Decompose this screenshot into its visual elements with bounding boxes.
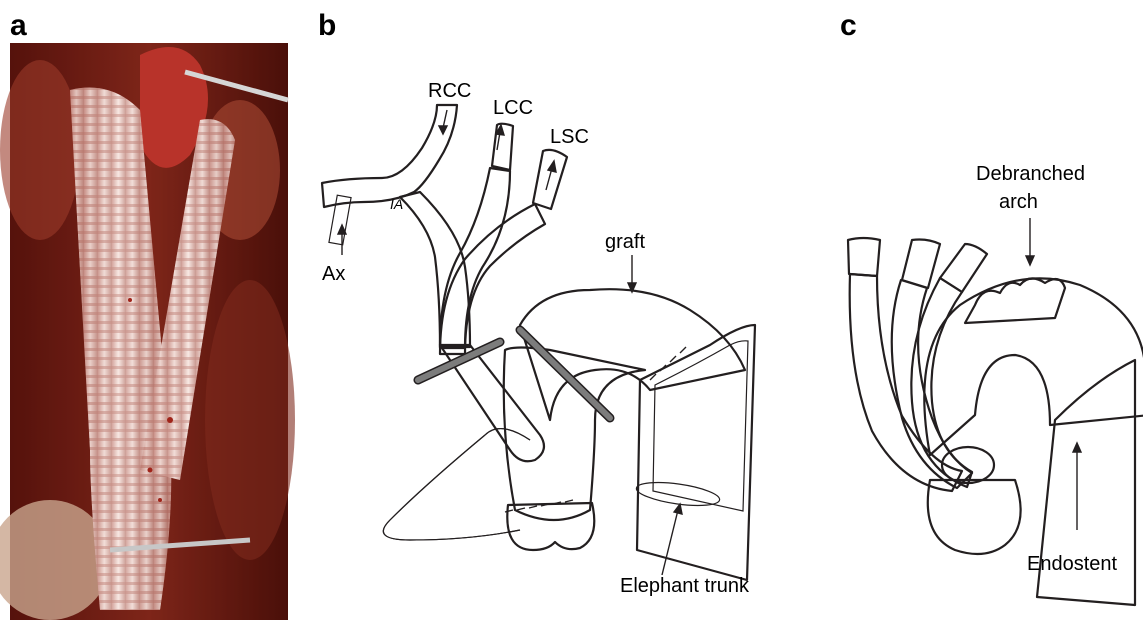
panel-letter-a: a bbox=[10, 9, 27, 42]
label-arch: arch bbox=[999, 191, 1038, 213]
label-rcc: RCC bbox=[428, 80, 471, 102]
debranch-grafts bbox=[850, 274, 994, 491]
label-ax: Ax bbox=[322, 263, 345, 285]
label-elephant-trunk: Elephant trunk bbox=[620, 575, 750, 597]
surgical-photo bbox=[0, 43, 295, 620]
arch-graft bbox=[383, 289, 745, 540]
panel-a: a bbox=[0, 9, 295, 620]
label-lcc: LCC bbox=[493, 97, 533, 119]
label-lsc: LSC bbox=[550, 126, 589, 148]
label-graft: graft bbox=[605, 231, 645, 253]
label-debranched: Debranched bbox=[976, 163, 1085, 185]
graft-branches bbox=[329, 168, 545, 461]
annotation-arrows-c bbox=[1026, 218, 1081, 530]
endostent-arch bbox=[924, 278, 1143, 455]
label-endostent: Endostent bbox=[1027, 553, 1118, 575]
panel-b: b bbox=[318, 9, 755, 597]
panel-letter-b: b bbox=[318, 9, 336, 42]
label-ia: IA bbox=[390, 196, 403, 212]
panel-letter-c: c bbox=[840, 9, 857, 42]
panel-c: c Debranched arch Endostent bbox=[840, 9, 1143, 605]
